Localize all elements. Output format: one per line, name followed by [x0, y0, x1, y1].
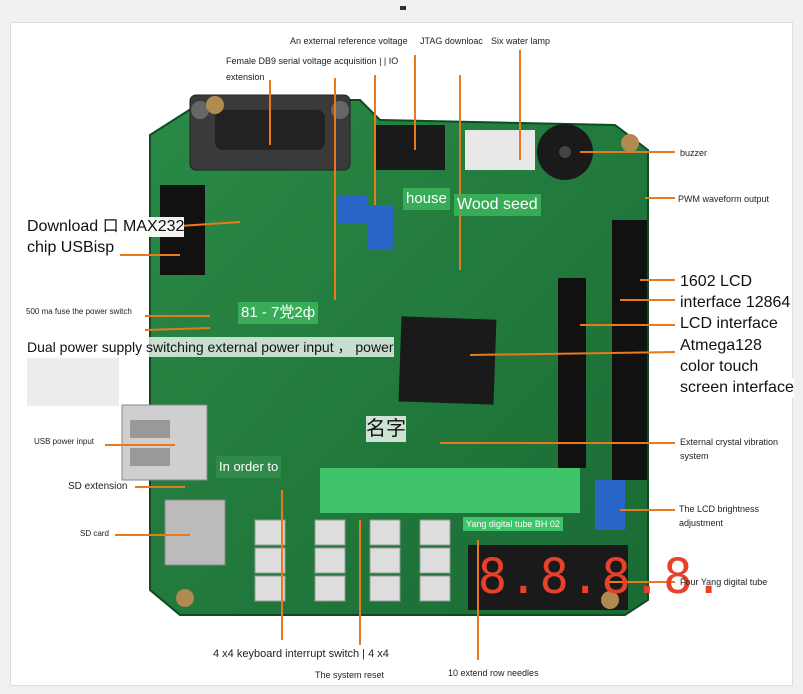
crystal-label-1: External crystal vibration [680, 437, 779, 447]
terminal-block [320, 468, 580, 513]
lcd-brightness-label-2: adjustment [679, 518, 724, 528]
sd-extension-label: SD extension [68, 481, 128, 492]
jtag-download-label: JTAG downloac [420, 36, 483, 46]
download-label-2: chip USBisp [27, 238, 115, 258]
crystal-label-2: system [680, 451, 709, 461]
lcd-brightness-label-1: The LCD brightness [679, 504, 760, 514]
blue-pot-3 [595, 480, 625, 530]
usb-power-label: USB power input [34, 437, 95, 446]
name-chars-label: 名字 [366, 416, 406, 442]
interface-12864-label: interface 12864 [680, 293, 791, 313]
screen-interface-label: screen interface [680, 378, 794, 398]
keyboard-switch-label: 4 x4 keyboard interrupt switch | 4 x4 [213, 648, 389, 660]
fuse-switch-label: 500 ma fuse the power switch [26, 307, 132, 316]
female-db9-label: Female DB9 serial voltage acquisition | … [226, 56, 399, 66]
lcd-interface-label: LCD interface [680, 314, 778, 334]
wood-seed-label: Wood seed [454, 194, 541, 216]
pwm-output-label: PWM waveform output [678, 194, 770, 204]
in-order-to-label: In order to [216, 456, 282, 478]
blue-pot-2 [368, 205, 393, 250]
extension-label: extension [226, 72, 265, 82]
jtag-header [375, 125, 445, 170]
blue-pot-1 [338, 195, 368, 223]
six-water-lamp-label: Six water lamp [491, 36, 551, 46]
yang-tube-bh-label: Yang digital tube BH 02 [463, 517, 563, 531]
ext-ref-voltage-label: An external reference voltage [290, 36, 408, 46]
sd-card-label: SD card [80, 529, 109, 538]
edge-header [612, 220, 647, 480]
system-reset-label: The system reset [315, 670, 385, 680]
power-blank-box [27, 358, 119, 406]
usb-connector [121, 404, 208, 481]
mcu-chip [398, 316, 497, 405]
key-matrix [254, 519, 451, 602]
extend-row-label: 10 extend row needles [448, 668, 539, 678]
four-yang-label: Four Yang digital tube [680, 577, 768, 587]
buzzer-label: buzzer [680, 148, 708, 158]
color-touch-label: color touch [680, 357, 759, 377]
download-label-1: Download 口 MAX232 [27, 217, 185, 237]
top-tick-mark [400, 6, 406, 10]
led-array [465, 130, 535, 170]
right-header [558, 278, 586, 468]
house-label: house [403, 188, 450, 210]
lcd1602-label: 1602 LCD [680, 272, 753, 292]
chip-81-label: 81 - 7党2ф [238, 302, 319, 324]
atmega128-label: Atmega128 [680, 336, 762, 356]
seven-seg-digits: 8.8.8.8. [478, 549, 726, 605]
sd-slot [164, 499, 226, 566]
dual-power-label: Dual power supply switching external pow… [27, 337, 394, 357]
